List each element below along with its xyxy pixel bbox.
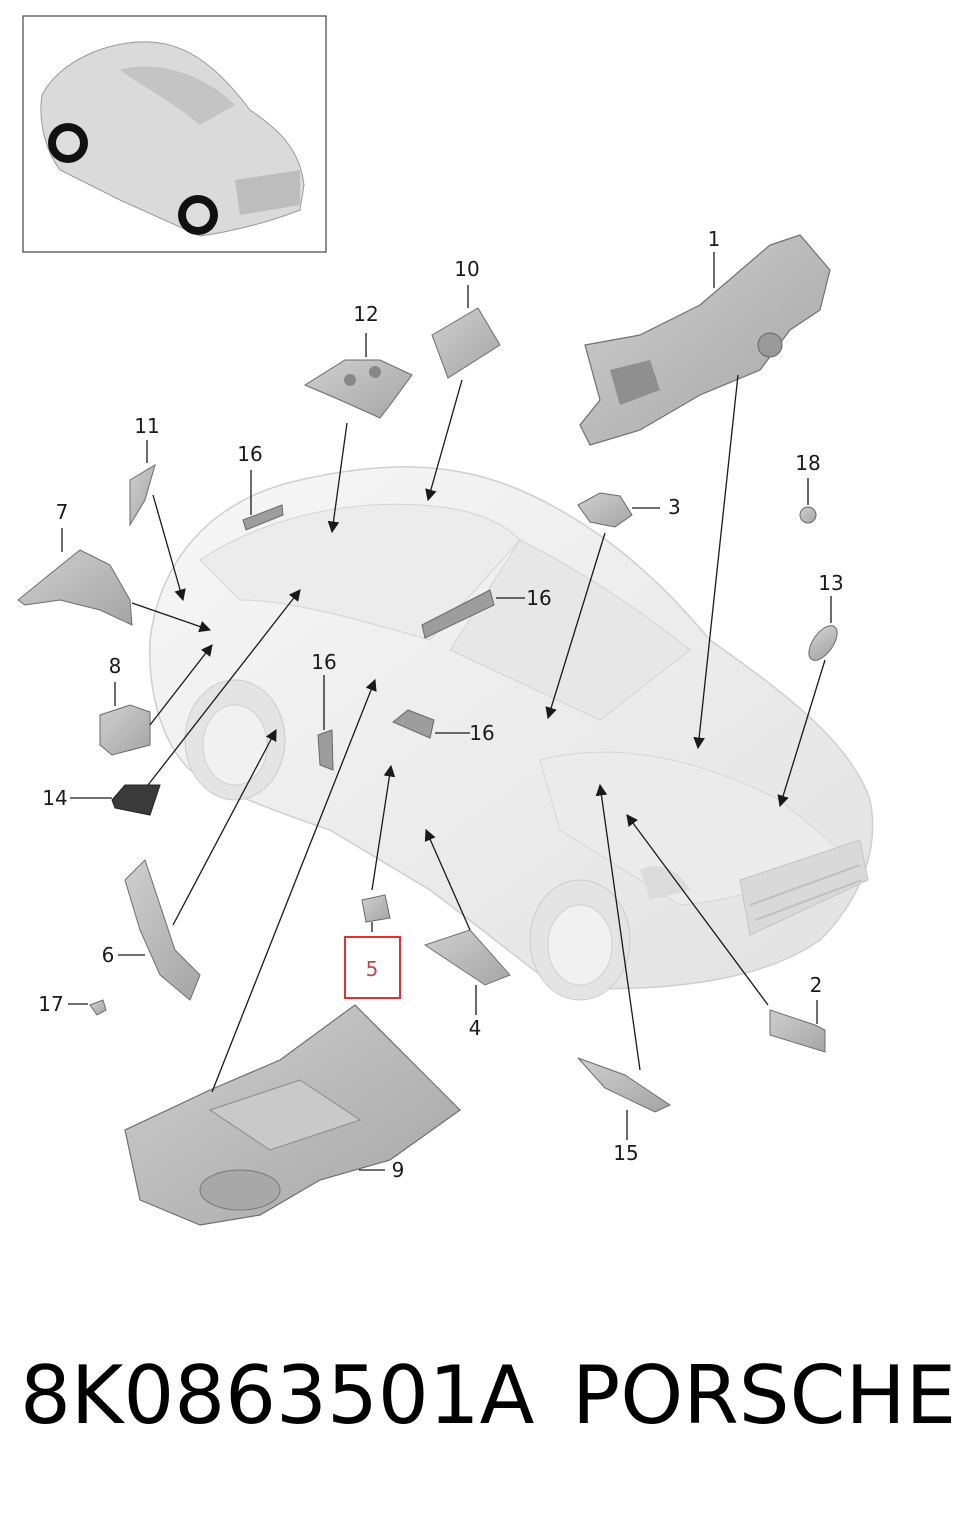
callout-14[interactable]: 14 [42,786,67,810]
callout-5[interactable]: 5 [366,957,379,981]
part-3-bracket[interactable] [577,492,633,528]
highlight-box-part-5 [344,936,401,999]
callout-3[interactable]: 3 [668,495,681,519]
part-13-disc[interactable] [803,621,842,665]
callout-1[interactable]: 1 [708,227,721,251]
callout-13[interactable]: 13 [818,571,843,595]
part-number-text: 8K0863501A [20,1349,535,1442]
callout-16-roof-front[interactable]: 16 [237,442,262,466]
callout-16-door[interactable]: 16 [469,721,494,745]
callout-12[interactable]: 12 [353,302,378,326]
part-6-pillar-insulation[interactable] [124,859,201,1001]
callout-16-roof-rear[interactable]: 16 [526,586,551,610]
callout-4[interactable]: 4 [469,1016,482,1040]
callout-10[interactable]: 10 [454,257,479,281]
callout-8[interactable]: 8 [109,654,122,678]
part-7-wheelhouse-insulation[interactable] [17,549,133,626]
part-5-damping-block[interactable] [361,894,391,923]
part-1-bulkhead-insulation[interactable] [579,234,831,446]
part-14-pad[interactable] [111,784,161,816]
vehicle-thumbnail [22,15,327,253]
part-16-pads[interactable] [242,504,495,771]
vehicle-body-outline [149,466,874,1001]
callout-11[interactable]: 11 [134,414,159,438]
callout-9[interactable]: 9 [392,1158,405,1182]
part-12-plate[interactable] [303,359,413,419]
callout-2[interactable]: 2 [810,973,823,997]
part-8-damping-block[interactable] [99,704,151,756]
callout-7[interactable]: 7 [56,500,69,524]
part-18-clip[interactable] [799,506,817,524]
part-15-strip[interactable] [577,1057,672,1113]
leader-lines [61,252,832,1171]
part-11-strip[interactable] [129,463,156,527]
callout-6[interactable]: 6 [102,943,115,967]
brand-name-text: PORSCHE [572,1349,957,1442]
callout-15[interactable]: 15 [613,1141,638,1165]
part-17-clip[interactable] [89,999,107,1016]
part-10-roof-pad[interactable] [431,307,501,379]
part-4-insulation-pad[interactable] [423,929,511,986]
callout-18[interactable]: 18 [795,451,820,475]
callout-17[interactable]: 17 [38,992,63,1016]
part-9-floor-insulation[interactable] [124,1004,461,1226]
callout-labels: 1 2 3 4 5 6 7 8 9 10 11 12 13 14 15 16 1… [38,227,843,1182]
callout-16-pillar[interactable]: 16 [311,650,336,674]
part-2-damping-block[interactable] [769,1009,826,1053]
